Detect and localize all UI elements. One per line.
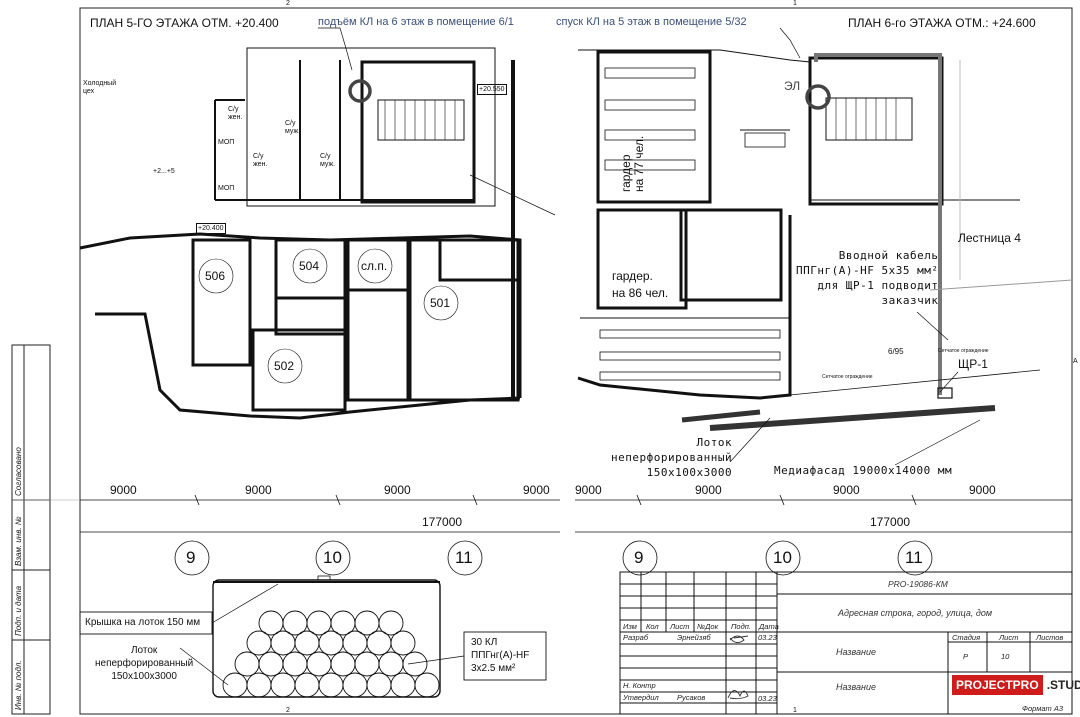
left-callout: подъём КЛ на 6 этаж в помещение 6/1	[318, 16, 514, 28]
dim-9000: 9000	[523, 483, 550, 497]
level-mark-right: +20.550	[477, 84, 507, 95]
doc-code: PRO-19086-КМ	[888, 579, 948, 589]
tb-header: Кол	[646, 622, 659, 631]
room-6-95: 6/95	[888, 347, 904, 356]
mop-label: МОП	[218, 139, 235, 146]
tb-sheet-value: 10	[1001, 652, 1010, 661]
cable-note: Вводной кабель ППГнг(А)-HF 5х35 мм² для …	[796, 249, 939, 307]
side-label: Подп. и дата	[14, 585, 23, 636]
name-1: Название	[836, 647, 876, 657]
axis-label: 9	[186, 548, 196, 567]
wc-label: С/у жен.	[228, 106, 243, 121]
room-502: 502	[274, 359, 295, 373]
dim-total: 177000	[870, 515, 911, 529]
room-504: 504	[299, 259, 320, 273]
room-service: сл.п.	[361, 259, 388, 273]
room-501: 501	[430, 296, 451, 310]
tb-person: Эрнейзяб	[677, 633, 711, 642]
tray-note: Лоток неперфорированный 150х100х3000	[611, 436, 733, 479]
tb-date: 03.23	[758, 633, 777, 642]
wardrobe-77: гардер на 77 чел.	[619, 135, 647, 192]
temp-label: +2...+5	[153, 168, 175, 175]
axis-label: 10	[323, 548, 342, 567]
tb-role: Н. Контр	[623, 681, 656, 690]
tb-role: Разраб	[623, 633, 649, 642]
panel-label: ЩР-1	[958, 357, 988, 371]
tb-sheets-header: Листов	[1036, 633, 1064, 642]
dim-9000: 9000	[245, 483, 272, 497]
sheet-number: 2	[286, 707, 290, 714]
dim-9000: 9000	[969, 483, 996, 497]
tb-header: Дата	[759, 622, 779, 631]
dim-9000: 9000	[833, 483, 860, 497]
sheet-number: 2	[286, 0, 290, 7]
cold-shop-label: Холодный цех	[83, 80, 117, 95]
mop-label: МОП	[218, 185, 235, 192]
tb-role: Утвердил	[623, 693, 659, 702]
dim-9000: 9000	[384, 483, 411, 497]
dim-9000: 9000	[110, 483, 137, 497]
stair-label: Лестница 4	[958, 231, 1021, 245]
wc-label: С/у муж.	[320, 153, 336, 168]
room-506: 506	[205, 269, 226, 283]
section-cables-label: 30 КЛ ППГнг(А)-HF 3х2.5 мм²	[471, 637, 530, 674]
section-cover-label: Крышка на лоток 150 мм	[85, 617, 201, 628]
sheet-number: 1	[793, 707, 797, 714]
tb-header: Лист	[670, 622, 690, 631]
tb-stage-header: Стадия	[952, 633, 981, 642]
axis-label: 9	[634, 548, 644, 567]
side-letter: А	[1073, 358, 1078, 365]
section-tray-label: Лоток неперфорированный 150х100х3000	[95, 645, 194, 682]
dim-total: 177000	[422, 515, 463, 529]
right-plan-title: ПЛАН 6-го ЭТАЖА ОТМ.: +24.600	[848, 16, 1036, 30]
fence-label: Сетчатое ограждение	[822, 374, 873, 380]
brand-part-2: .STUDIO	[1046, 678, 1080, 692]
dim-9000: 9000	[695, 483, 722, 497]
right-callout: спуск КЛ на 5 этаж в помещение 5/32	[556, 16, 747, 28]
brand-part-1: PROJECTPRO	[952, 675, 1043, 695]
dim-9000: 9000	[575, 483, 602, 497]
axis-label: 11	[455, 548, 473, 567]
side-label: Инв. № подл.	[14, 660, 23, 710]
axis-label: 11	[905, 548, 923, 567]
tb-header: Изм	[623, 622, 637, 631]
tb-header: Подп.	[731, 622, 751, 631]
name-2: Название	[836, 682, 876, 692]
format-label: Формат А3	[1022, 704, 1064, 713]
media-facade-note: Медиафасад 19000х14000 мм	[774, 464, 953, 477]
tb-stage-value: Р	[963, 652, 969, 661]
sheet-number: 1	[793, 0, 797, 7]
axis-label: 10	[773, 548, 792, 567]
tb-header: №Док	[697, 622, 719, 631]
level-mark-left: +20.400	[196, 223, 226, 234]
wc-label: С/у муж.	[285, 120, 301, 135]
tb-person: Русаков	[677, 693, 706, 702]
side-label: Согласовано	[14, 447, 23, 496]
address: Адресная строка, город, улица, дом	[838, 608, 993, 618]
tb-sheet-header: Лист	[999, 633, 1019, 642]
side-label: Взам. инв. №	[14, 516, 23, 566]
el-room-label: ЭЛ	[784, 79, 801, 93]
left-plan-title: ПЛАН 5-ГО ЭТАЖА ОТМ. +20.400	[90, 16, 279, 30]
wardrobe-86: гардер. на 86 чел.	[612, 269, 669, 300]
brand-logo: PROJECTPRO .STUDIO	[952, 675, 1080, 695]
fence-label: Сетчатое ограждение	[938, 348, 989, 354]
wc-label: С/у жен.	[253, 153, 268, 168]
tb-date: 03.23	[758, 694, 777, 703]
